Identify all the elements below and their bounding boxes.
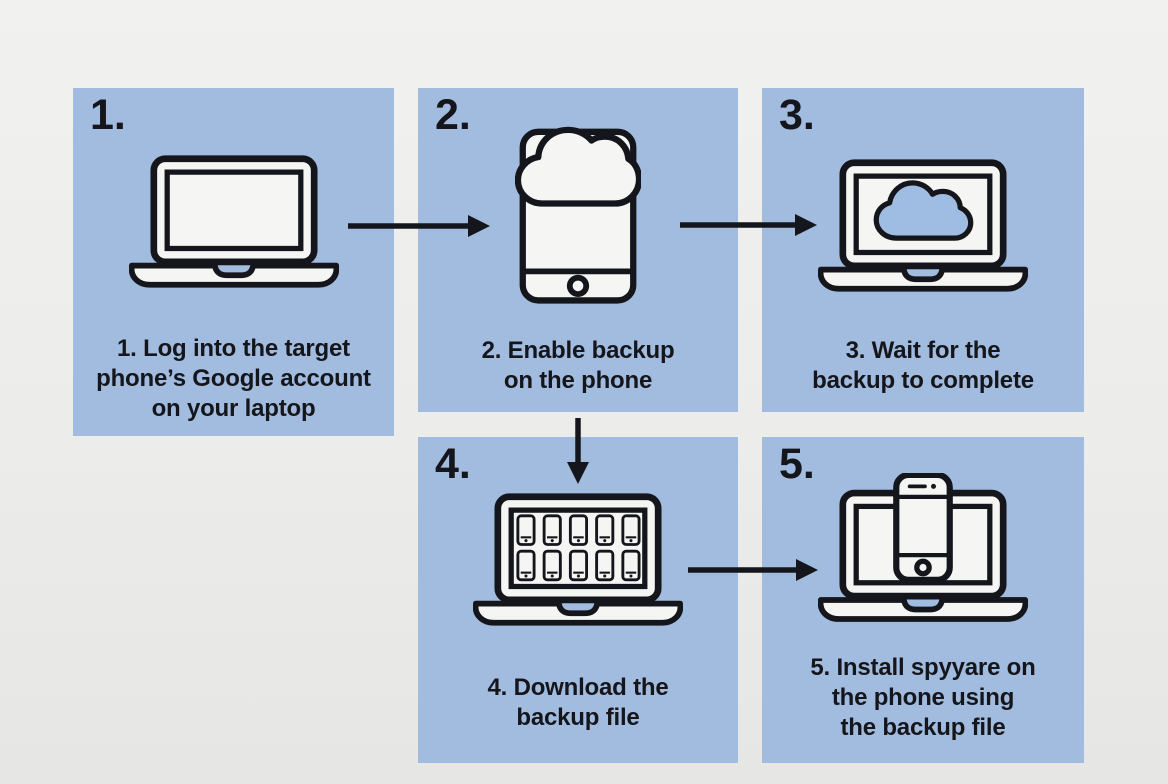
- step-caption-line: on your laptop: [151, 395, 316, 422]
- step-caption-line: on the phone: [503, 367, 653, 394]
- step-caption-line: 2. Enable backup: [481, 337, 675, 364]
- step-number: 5.: [779, 440, 815, 488]
- step-caption-line: 5. Install spyyare on: [810, 654, 1036, 681]
- step-caption-line: the phone using: [831, 684, 1015, 711]
- step-panel-4: 4. 4. Download the backup file: [418, 437, 738, 763]
- phone-icon: [893, 473, 953, 584]
- step-caption-line: phone’s Google account: [96, 365, 371, 392]
- step-number: 1.: [90, 91, 126, 139]
- step-caption-line: 4. Download the: [487, 674, 669, 701]
- step-caption-line: 3. Wait for the: [845, 337, 1001, 364]
- cloud-icon: [873, 180, 974, 241]
- step-panel-2: 2. 2. Enable backup on the phone: [418, 88, 738, 412]
- step-panel-1: 1. 1. Log into the target phone’s Google…: [73, 88, 394, 436]
- step-number: 4.: [435, 440, 471, 488]
- step-caption-line: backup file: [516, 704, 640, 731]
- step-caption-line: 1. Log into the target: [117, 335, 350, 362]
- step-caption: 5. Install spyyare on the phone using th…: [762, 653, 1084, 743]
- laptop-app-grid-icon: [473, 493, 683, 626]
- step-caption-line: backup to complete: [812, 367, 1034, 394]
- step-number: 2.: [435, 91, 471, 139]
- laptop-icon: [128, 155, 339, 288]
- step-caption: 1. Log into the target phone’s Google ac…: [73, 334, 394, 424]
- phone-cloud-backup-icon: [515, 126, 641, 304]
- cloud-icon: [515, 126, 641, 207]
- step-panel-3: 3. 3. Wait for the backup to complete: [762, 88, 1084, 412]
- step-caption-line: the backup file: [840, 714, 1006, 741]
- step-caption: 2. Enable backup on the phone: [418, 336, 738, 396]
- step-panel-5: 5. 5. Install spyyare on the phone using…: [762, 437, 1084, 763]
- laptop-cloud-icon: [818, 159, 1028, 292]
- step-caption: 4. Download the backup file: [418, 673, 738, 733]
- laptop-phone-icon: [818, 473, 1028, 622]
- step-caption: 3. Wait for the backup to complete: [762, 336, 1084, 396]
- step-number: 3.: [779, 91, 815, 139]
